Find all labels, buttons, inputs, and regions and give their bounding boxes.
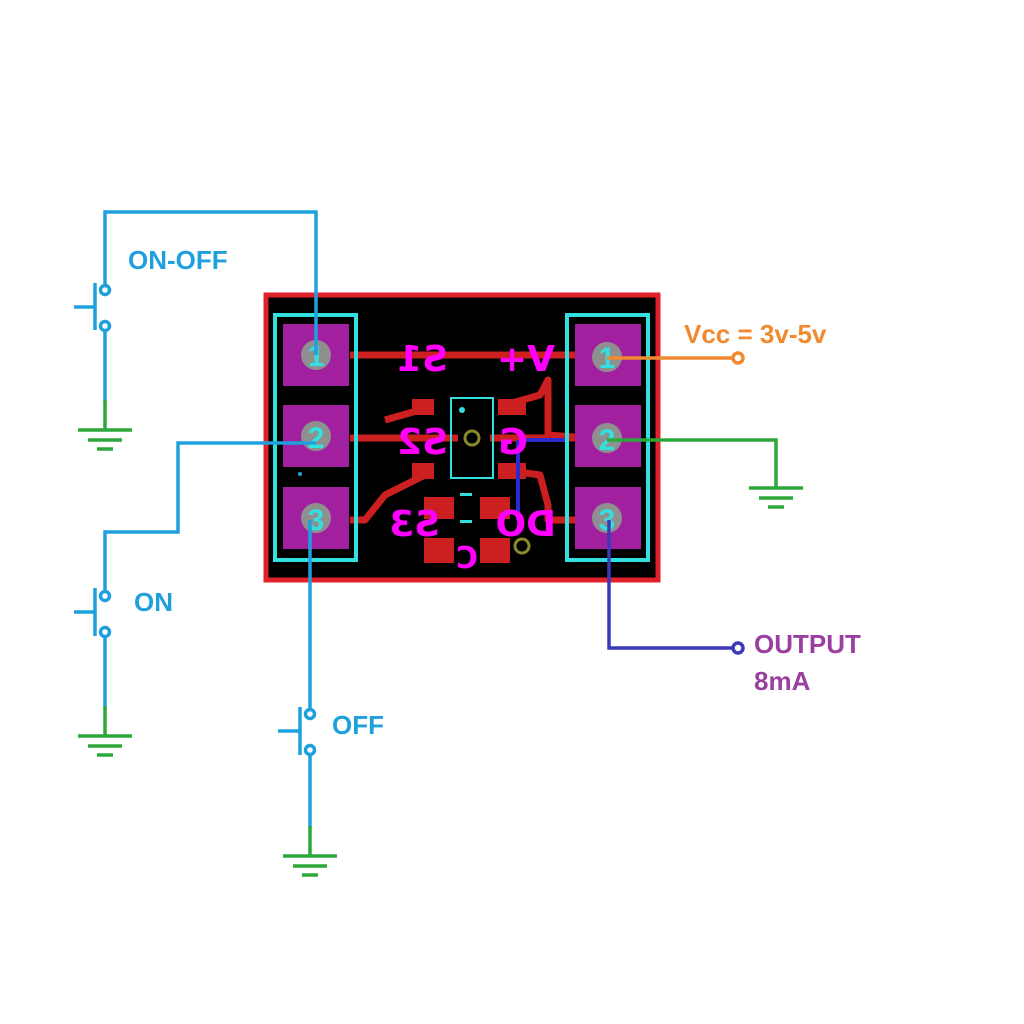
- label-on-off: ON-OFF: [128, 245, 228, 275]
- silk-do: DO: [496, 504, 557, 545]
- label-vcc: Vcc = 3v-5v: [684, 319, 827, 349]
- left-pin-1-label: 1: [308, 340, 325, 373]
- label-output-current: 8mA: [754, 666, 811, 696]
- ground-symbols: [78, 400, 803, 877]
- left-pin-2-label: 2: [308, 422, 325, 455]
- left-pin-3-label: 3: [308, 504, 325, 537]
- label-on: ON: [134, 587, 173, 617]
- right-pin-3-label: 3: [599, 504, 616, 537]
- ic-outline: [450, 397, 494, 479]
- right-wiring: [607, 351, 745, 655]
- ic-pin1-marker: [459, 407, 465, 413]
- vias: [463, 429, 531, 555]
- silk-s2: S2: [397, 422, 448, 463]
- switch-off: [278, 707, 317, 757]
- pcb-board: 1 2 3 1 2 3 S1 V+ S2 G S3 DO C: [263, 292, 661, 583]
- copper-traces: [350, 351, 589, 524]
- left-connector: 1 2 3: [283, 324, 349, 549]
- copper-pads-smd: [412, 399, 526, 563]
- silk-s3: S3: [389, 504, 440, 545]
- blue-traces: [516, 438, 568, 520]
- label-off: OFF: [332, 710, 384, 740]
- silkscreen: S1 V+ S2 G S3 DO C: [389, 339, 556, 576]
- left-wiring: [103, 210, 318, 828]
- silk-vplus: V+: [497, 339, 555, 380]
- switch-on-off: [74, 283, 112, 333]
- silk-s1: S1: [397, 339, 448, 380]
- label-output: OUTPUT: [754, 629, 861, 659]
- silk-g: G: [498, 422, 528, 463]
- silk-c: C: [456, 541, 478, 576]
- switch-on: [74, 588, 112, 639]
